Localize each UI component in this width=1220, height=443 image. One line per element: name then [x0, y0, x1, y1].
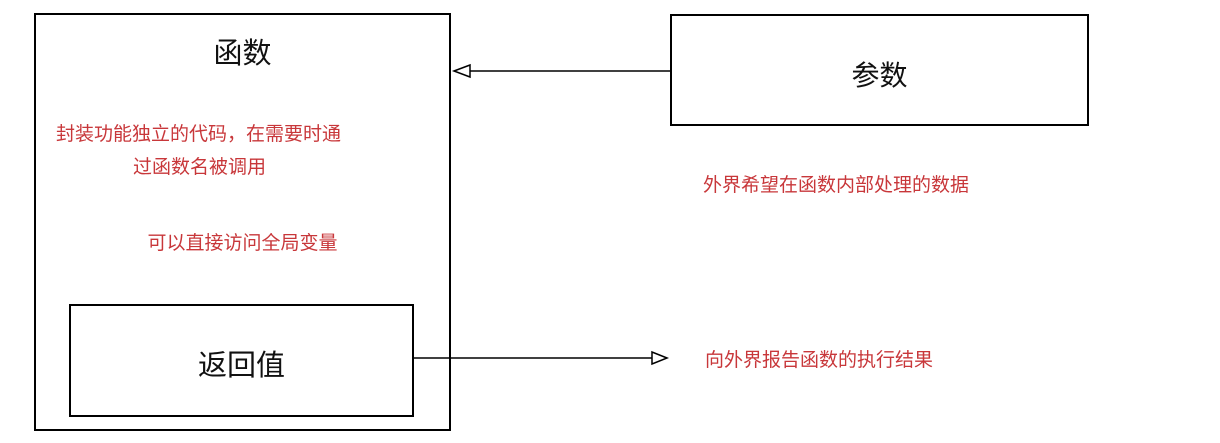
parameter-title: 参数	[851, 59, 908, 92]
parameter-arrowhead	[451, 63, 471, 79]
function-description-line1: 封装功能独立的代码，在需要时通	[56, 123, 342, 145]
parameter-box	[670, 14, 1089, 126]
return-value-title: 返回值	[197, 348, 285, 382]
return-value-description: 向外界报告函数的执行结果	[705, 349, 934, 371]
return-arrowhead	[651, 350, 670, 366]
parameter-description: 外界希望在函数内部处理的数据	[703, 174, 970, 196]
function-box	[34, 13, 451, 431]
function-description-line3: 可以直接访问全局变量	[147, 232, 338, 254]
return-value-box	[69, 304, 414, 417]
function-title: 函数	[213, 36, 272, 70]
function-description-line2: 过函数名被调用	[133, 156, 267, 178]
